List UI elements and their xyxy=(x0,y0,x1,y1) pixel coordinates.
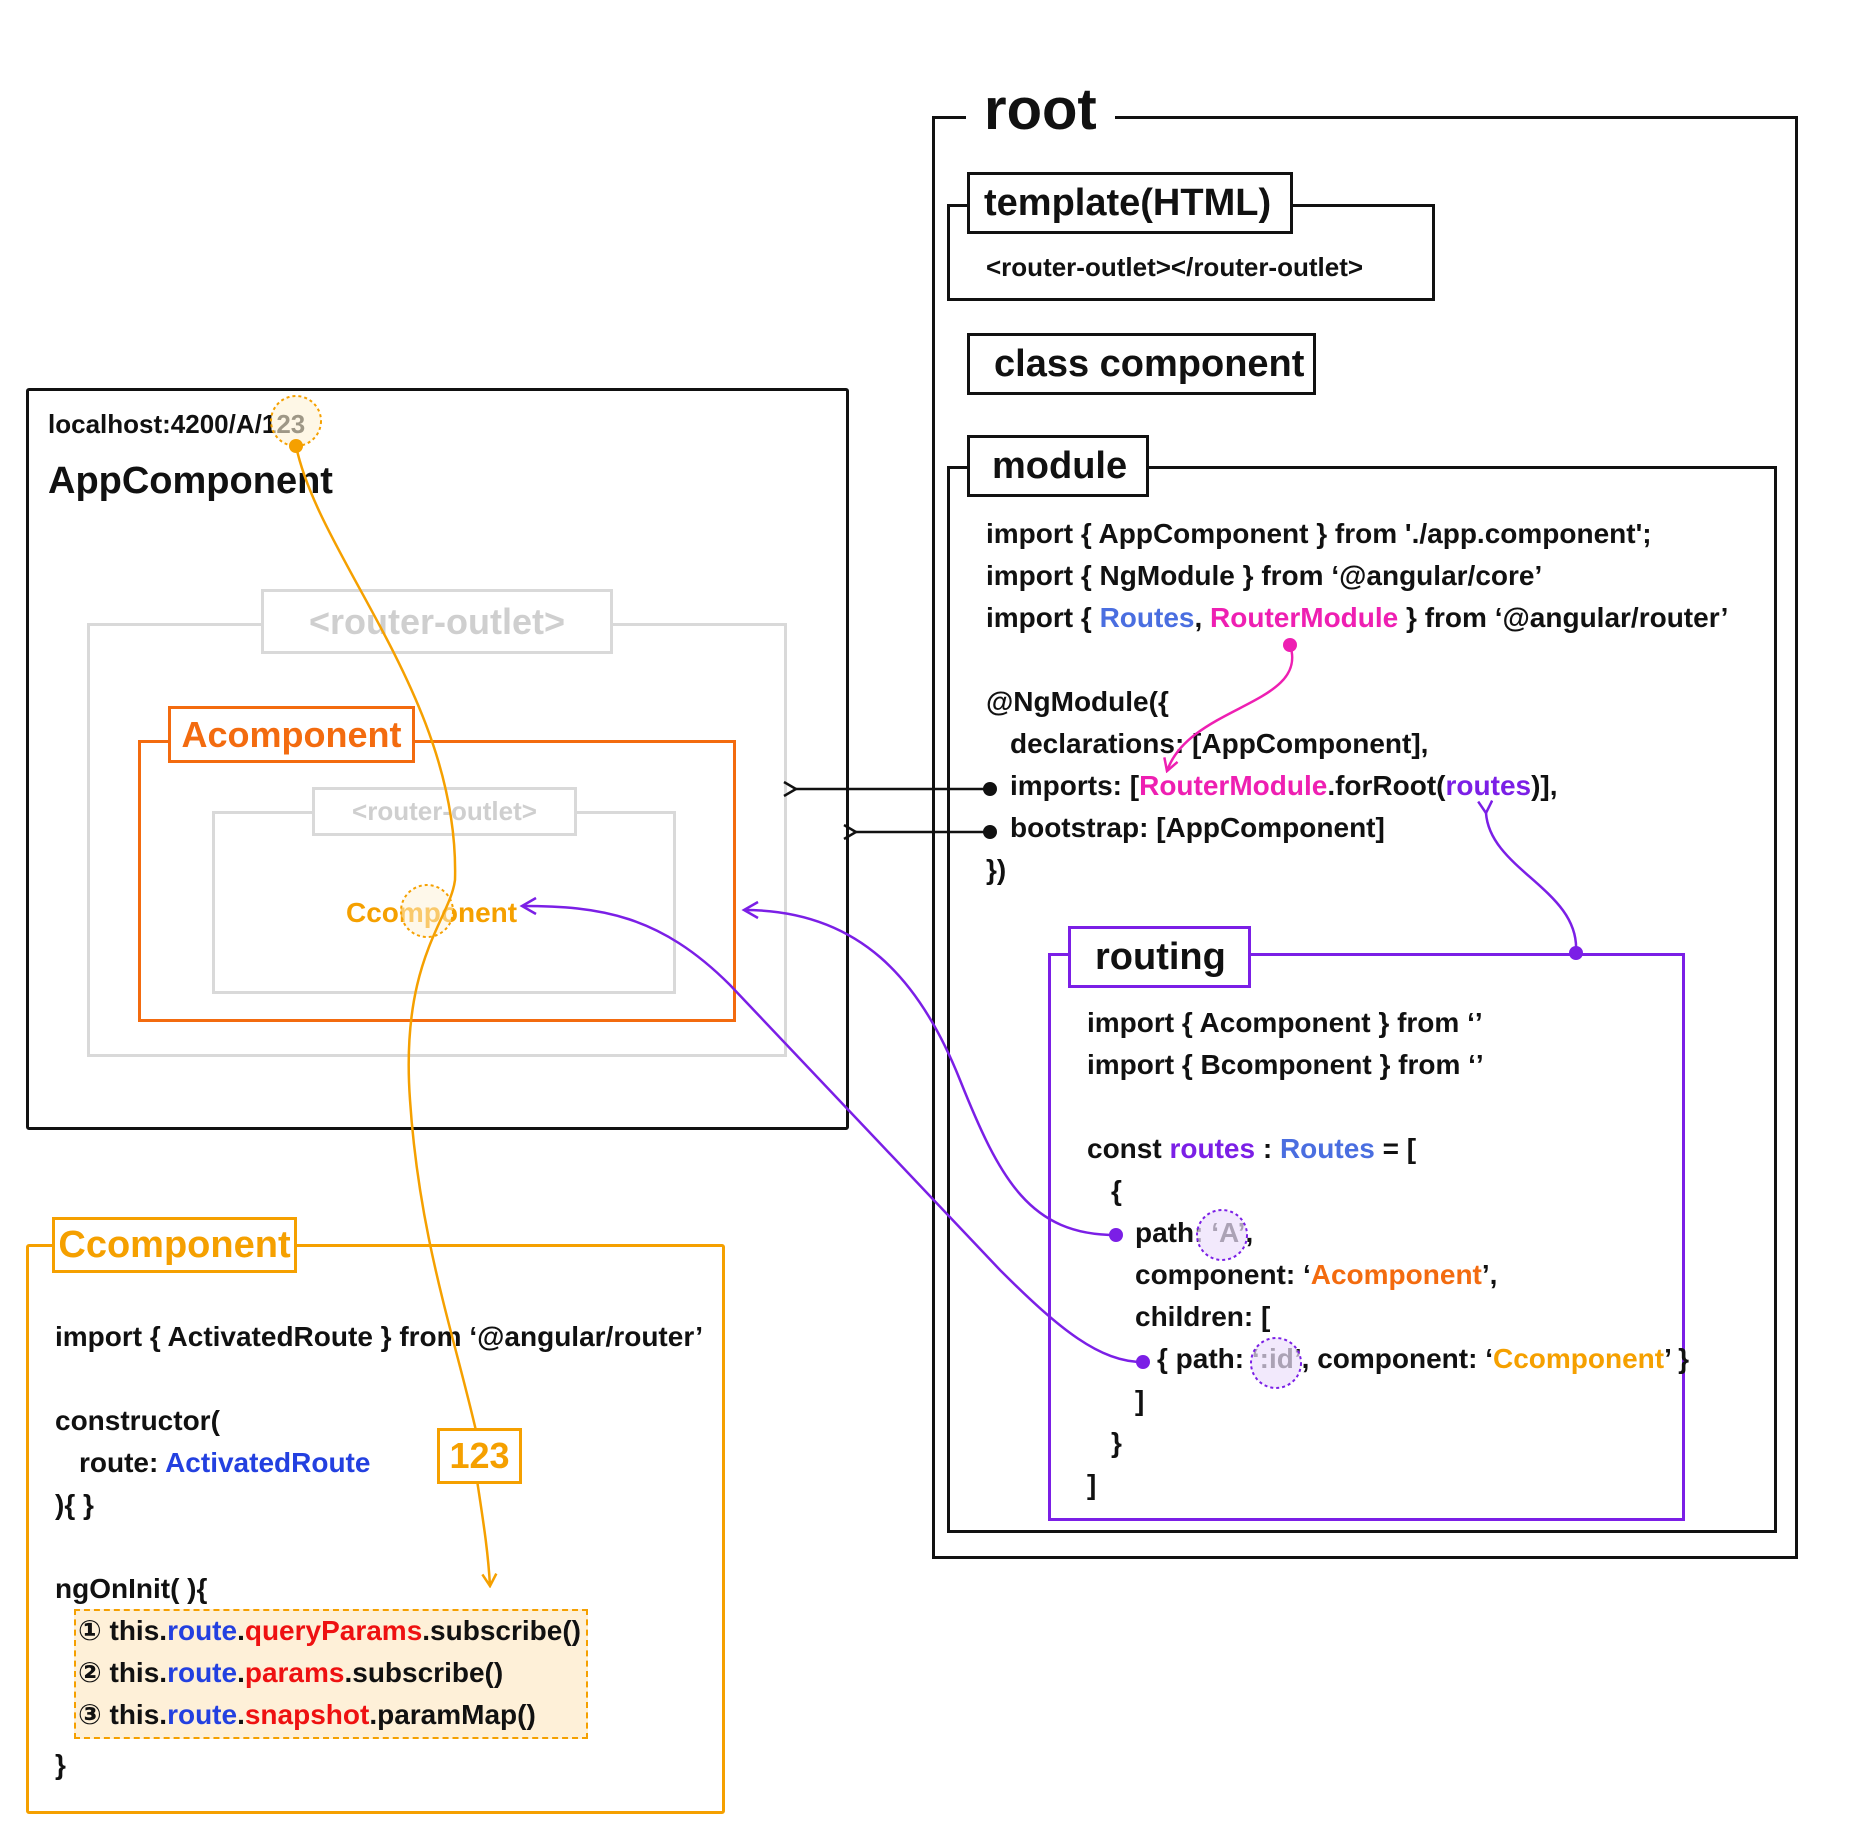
component-a-line: component: ‘Acomponent’, xyxy=(1135,1259,1498,1290)
route-close-brace: } xyxy=(1111,1427,1122,1458)
outer-outlet-label: <router-outlet> xyxy=(261,589,613,654)
param-value-badge: 123 xyxy=(437,1428,522,1484)
url-bar: localhost:4200/A/123 xyxy=(48,409,306,439)
bootstrap-line: bootstrap: [AppComponent] xyxy=(1010,812,1385,843)
ngoninit-line: ngOnInit( ){ xyxy=(55,1573,208,1604)
template-content: <router-outlet></router-outlet> xyxy=(986,252,1364,282)
root-panel xyxy=(932,116,1798,1559)
path-a-line: path: ‘A’, xyxy=(1135,1217,1254,1248)
template-title: template(HTML) xyxy=(967,172,1293,234)
import-ngmodule-line: import { NgModule } from ‘@angular/core’ xyxy=(986,560,1543,591)
ccomponent-close: } xyxy=(55,1749,66,1780)
routes-close: ] xyxy=(1087,1469,1097,1500)
methods-highlight xyxy=(74,1609,588,1739)
import-appcomponent-line: import { AppComponent } from './app.comp… xyxy=(986,518,1652,549)
imports-line: imports: [RouterModule.forRoot(routes)], xyxy=(1010,770,1558,801)
path-id-value: ‘:id’, xyxy=(1251,1343,1310,1374)
ccomponent-label: Ccomponent xyxy=(346,897,518,928)
module-title: module xyxy=(967,435,1149,497)
module-code: import { AppComponent } from './app.comp… xyxy=(986,513,1728,891)
children-line: children: [ xyxy=(1135,1301,1271,1332)
ccomponent-code: import { ActivatedRoute } from ‘@angular… xyxy=(55,1316,703,1610)
ngmodule-decorator: @NgModule({ xyxy=(986,686,1169,717)
constructor-close: ){ } xyxy=(55,1489,94,1520)
route-open-brace: { xyxy=(1111,1175,1122,1206)
child-route-line: { path: ‘:id’, component: ‘Ccomponent’ } xyxy=(1157,1343,1690,1374)
method-params: ② this.route.params.subscribe() xyxy=(78,1657,504,1688)
routing-code: import { Acomponent } from ‘’ import { B… xyxy=(1087,1002,1689,1506)
import-activatedroute-line: import { ActivatedRoute } from ‘@angular… xyxy=(55,1321,704,1352)
path-a-value: ‘A’, xyxy=(1211,1217,1254,1248)
ccomponent-panel-title: Ccomponent xyxy=(52,1217,297,1273)
routing-title: routing xyxy=(1068,926,1251,988)
root-title: root xyxy=(966,70,1115,150)
children-close: ] xyxy=(1135,1385,1145,1416)
const-routes-line: const routes : Routes = [ xyxy=(1087,1133,1417,1164)
method-query-params: ① this.route.queryParams.subscribe() xyxy=(78,1615,581,1646)
app-component-title: AppComponent xyxy=(48,460,333,502)
methods-list: ① this.route.queryParams.subscribe() ② t… xyxy=(78,1610,581,1736)
acomponent-label: Acomponent xyxy=(168,706,415,763)
inner-outlet-label: <router-outlet> xyxy=(312,787,577,836)
constructor-open: constructor( xyxy=(55,1405,220,1436)
import-bcomponent-line: import { Bcomponent } from ‘’ xyxy=(1087,1049,1484,1080)
class-component-box: class component xyxy=(967,333,1316,395)
declarations-line: declarations: [AppComponent], xyxy=(1010,728,1429,759)
method-snapshot: ③ this.route.snapshot.paramMap() xyxy=(78,1699,536,1730)
url-param: 123 xyxy=(261,409,306,439)
ngmodule-close: }) xyxy=(986,854,1007,885)
import-acomponent-line: import { Acomponent } from ‘’ xyxy=(1087,1007,1483,1038)
import-router-line: import { Routes, RouterModule } from ‘@a… xyxy=(986,602,1729,633)
route-param-line: route: ActivatedRoute xyxy=(79,1447,371,1478)
